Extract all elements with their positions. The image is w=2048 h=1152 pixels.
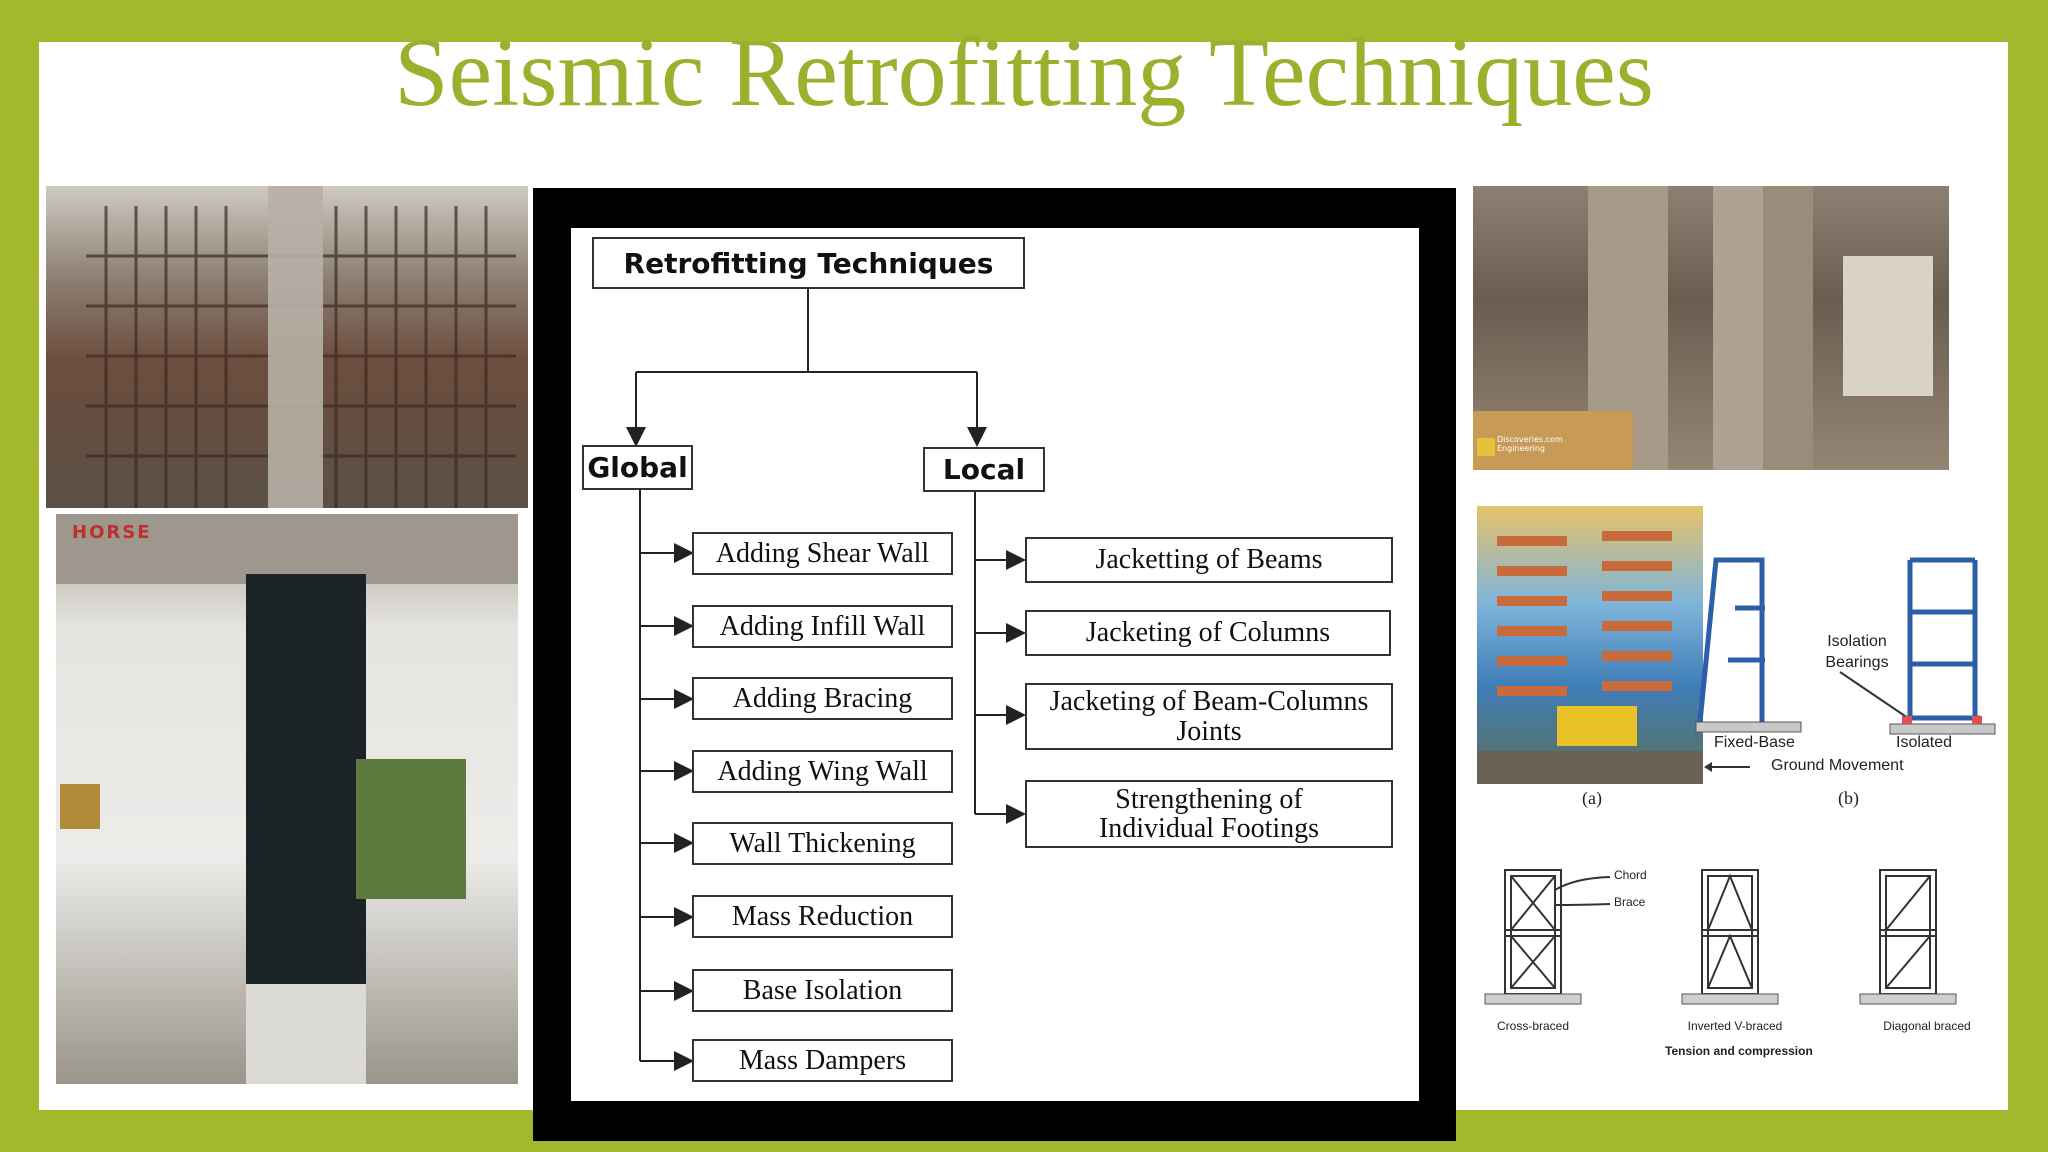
global-item: Adding Shear Wall bbox=[692, 532, 953, 575]
global-item: Wall Thickening bbox=[692, 822, 953, 865]
chord-label: Chord bbox=[1614, 868, 1647, 882]
wrapped-column-photo bbox=[56, 514, 518, 1084]
watermark-line1: Discoveries.com bbox=[1497, 435, 1563, 444]
global-item: Adding Infill Wall bbox=[692, 605, 953, 648]
cfrp-column bbox=[56, 514, 518, 1084]
bracing-subtitle: Tension and compression bbox=[1665, 1044, 1813, 1058]
global-node: Global bbox=[582, 445, 693, 490]
diagonal-braced-label: Diagonal braced bbox=[1883, 1019, 1971, 1033]
watermark-logo-icon bbox=[1477, 438, 1495, 456]
local-node: Local bbox=[923, 447, 1045, 492]
jacketed-columns bbox=[1473, 186, 1933, 470]
caption-a: (a) bbox=[1582, 788, 1602, 808]
brace-label: Brace bbox=[1614, 895, 1646, 909]
slide-title: Seismic Retrofitting Techniques bbox=[394, 19, 1654, 127]
watermark-line2: Engineering bbox=[1497, 443, 1545, 453]
horse-logo: HORSE bbox=[72, 522, 152, 543]
isolation-bearings-label: Isolation Bearings bbox=[1825, 633, 1889, 671]
local-item: Jacketting of Beams bbox=[1025, 537, 1393, 583]
global-item: Mass Reduction bbox=[692, 895, 953, 938]
global-item: Mass Dampers bbox=[692, 1039, 953, 1082]
local-item: Strengthening of Individual Footings bbox=[1025, 780, 1393, 848]
cross-braced-label: Cross-braced bbox=[1496, 1019, 1570, 1033]
global-item: Adding Bracing bbox=[692, 677, 953, 720]
local-item: Jacketing of Beam-Columns Joints bbox=[1025, 683, 1393, 750]
column-jacketing-photo: Discoveries.com Engineering bbox=[1473, 186, 1949, 470]
root-node: Retrofitting Techniques bbox=[592, 237, 1025, 289]
global-item: Base Isolation bbox=[692, 969, 953, 1012]
fixed-base-label: Fixed-Base bbox=[1714, 734, 1795, 751]
shake-table-photo bbox=[1477, 506, 1703, 784]
ground-movement-label: Ground Movement bbox=[1771, 757, 1904, 774]
diagram-canvas bbox=[571, 228, 1419, 1101]
caption-b: (b) bbox=[1838, 788, 1859, 808]
local-item: Jacketing of Columns bbox=[1025, 610, 1391, 656]
model-towers bbox=[1477, 531, 1703, 784]
global-item: Adding Wing Wall bbox=[692, 750, 953, 793]
rebar-grid bbox=[86, 186, 516, 508]
rebar-wall-photo bbox=[46, 186, 528, 508]
inverted-v-braced-label: Inverted V-braced bbox=[1687, 1019, 1783, 1033]
isolated-label: Isolated bbox=[1896, 734, 1953, 751]
